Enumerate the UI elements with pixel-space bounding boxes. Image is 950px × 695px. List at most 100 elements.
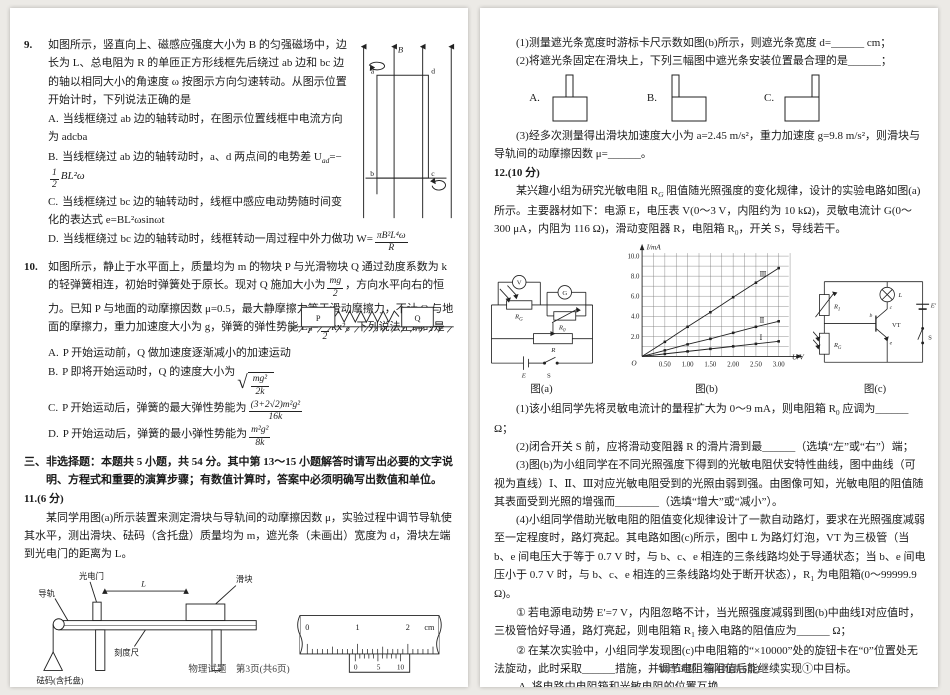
q9-number: 9.: [24, 39, 33, 51]
q12-figc-caption: 图(c): [863, 383, 887, 395]
svg-text:U/V: U/V: [792, 353, 805, 361]
q12-figb-caption: 图(b): [695, 383, 718, 395]
svg-text:4.0: 4.0: [630, 313, 639, 320]
q11-figa-photogate-label: 光电门: [79, 572, 104, 582]
question-11: 11.(6 分) 某同学用图(a)所示装置来测定滑块与导轨间的动摩擦因数 μ，实…: [24, 490, 456, 687]
q12c-transistor-label: VT: [892, 322, 901, 329]
choice-b: B.: [647, 73, 712, 125]
question-10: 10. 如图所示，静止于水平面上，质量均为 m 的物块 P 与光滑物块 Q 通过…: [24, 258, 456, 450]
right-page: (1)测量遮光条宽度时游标卡尺示数如图(b)所示，则遮光条宽度 d=______…: [480, 8, 938, 687]
q11-figa-L-label: L: [140, 580, 146, 589]
q9-fig-corner-b: b: [370, 169, 374, 178]
q10-figure: P Q: [288, 298, 456, 337]
svg-text:2.0: 2.0: [630, 334, 639, 341]
q12a-resistance-box-label: R0: [557, 324, 565, 333]
q12c-lamp-label: L: [897, 292, 902, 299]
q12a-switch-label: S: [547, 372, 551, 379]
figb-vernier-0: 0: [354, 663, 358, 672]
q10-stem: 如图所示，静止于水平面上，质量均为 m 的物块 P 与光滑物块 Q 通过劲度系数…: [48, 260, 454, 342]
q12-head: 12.(10 分): [494, 167, 540, 179]
q11-part3: (3)经多次测量得出滑块加速度大小为 a=2.45 m/s²，重力加速度 g=9…: [494, 129, 920, 160]
q11-figa-rail-label: 导轨: [38, 589, 55, 599]
q11-part2: (2)将遮光条固定在滑块上，下列三幅图中遮光条安装位置最合理的是______；: [516, 55, 892, 68]
svg-text:10.0: 10.0: [627, 253, 639, 260]
q9-option-a: A.当线框绕过 ab 边的轴转动时，在图示位置线框中电流方向为 adcba: [48, 113, 343, 144]
svg-text:1.00: 1.00: [681, 361, 693, 368]
q12-sub3: (3)图(b)为小组同学在不同光照强度下得到的光敏电阻伏安特性曲线，图中曲线（可…: [494, 459, 924, 508]
q10-fig-block-q: Q: [414, 314, 420, 323]
q11-figures: 光电门 导轨 L 滑块 刻度尺 砝码(含托盘) 图(a): [24, 567, 456, 687]
svg-text:I/mA: I/mA: [645, 243, 661, 251]
q12c-photoresistor-label: RG: [832, 342, 841, 351]
q12c-switch-label: S: [928, 334, 932, 341]
q12-sub4: (4)小组同学借助光敏电阻的阻值变化规律设计了一款自动路灯，要求在光照强度减弱至…: [494, 514, 926, 601]
q10-option-a: A.P 开始运动前，Q 做加速度逐渐减小的加速运动: [48, 346, 291, 359]
q9-figure: B a d b c: [356, 36, 456, 224]
q11-figa-slider-label: 滑块: [236, 574, 253, 584]
q12-intro: 某兴趣小组为研究光敏电阻 RG 阻值随光照强度的变化规律，设计的实验电路如图(a…: [494, 185, 921, 238]
q11-figa-ruler-label: 刻度尺: [114, 648, 139, 658]
q11-part1: (1)测量遮光条宽度时游标卡尺示数如图(b)所示，则遮光条宽度 d=______…: [516, 37, 892, 49]
question-9: 9.: [24, 36, 456, 256]
q9-stem: 如图所示，竖直向上、磁感应强度大小为 B 的匀强磁场中，边长为 L、总电阻为 R…: [48, 39, 347, 106]
q12-figure-c: R1 RG L b c e VT E′ S 图(c): [812, 272, 938, 398]
q9-fig-corner-c: c: [431, 169, 435, 178]
q10-fig-block-p: P: [316, 314, 321, 323]
figb-unit: cm: [424, 624, 435, 633]
q12a-rheostat-label: R: [550, 347, 555, 354]
q12-figure-b: 0.50 1.00 1.50 2.00 2.50 3.00 2.0 4.0 6.0 8.0 10.0…: [609, 242, 805, 398]
svg-text:8.0: 8.0: [630, 273, 639, 280]
q11-figure-b: 0 1 2 cm 0 5 10 图(b): [289, 597, 449, 687]
q12c-base-label: b: [869, 313, 872, 319]
q12c-emitter-label: e: [889, 340, 892, 346]
svg-text:0.50: 0.50: [658, 361, 670, 368]
q12a-photoresistor-label: RG: [514, 313, 523, 322]
q12c-collector-label: c: [889, 305, 892, 311]
q12-sub1: (1)该小组同学先将灵敏电流计的量程扩大为 0～9 mA，则电阻箱 R0 应调为…: [494, 403, 909, 435]
q9-fig-corner-d: d: [431, 66, 435, 75]
left-page-footer: 物理试题 第3页(共6页): [188, 665, 290, 676]
svg-text:Ⅰ: Ⅰ: [759, 334, 762, 342]
svg-text:3.00: 3.00: [772, 361, 784, 368]
svg-text:O: O: [631, 359, 637, 367]
q11-head: 11.(6 分): [24, 493, 64, 506]
figb-main-1: 1: [356, 624, 360, 633]
choice-c: C.: [764, 73, 829, 125]
iv-graph-svg: 0.50 1.00 1.50 2.00 2.50 3.00 2.0 4.0 6.0 8.0 10.0…: [627, 243, 805, 368]
q10-number: 10.: [24, 260, 38, 273]
svg-text:Ⅲ: Ⅲ: [759, 270, 766, 278]
svg-text:2.00: 2.00: [727, 361, 739, 368]
figb-main-0: 0: [305, 624, 309, 633]
q12a-battery-label: E: [520, 372, 525, 379]
figb-vernier-10: 10: [397, 663, 405, 672]
svg-text:2.50: 2.50: [749, 361, 761, 368]
choice-a: A.: [529, 73, 595, 125]
svg-text:Ⅱ: Ⅱ: [759, 316, 764, 324]
q11-figure-a: 光电门 导轨 L 滑块 刻度尺 砝码(含托盘) 图(a): [31, 567, 271, 687]
section-3-header: 三、非选择题：本题共 5 小题，共 54 分。其中第 13～15 小题解答时请写…: [24, 455, 453, 487]
q12c-battery-label: E′: [929, 302, 936, 309]
q12-figa-caption: 图(a): [530, 383, 553, 395]
q12-figure-a: V G RG R0 R E S 图(a): [483, 267, 601, 398]
q9-option-c: C.当线框绕过 bc 边的轴转动时，线框中感应电动势随时间变化的表达式 e=BL…: [48, 195, 342, 226]
svg-text:6.0: 6.0: [630, 293, 639, 300]
left-page: 9.: [10, 8, 468, 687]
q12a-voltmeter-label: V: [516, 279, 521, 286]
q11-part2-choices: A. B. C.: [529, 73, 926, 125]
q9-fig-corner-a: a: [371, 66, 375, 75]
q11-figa-weights-label: 砝码(含托盘): [37, 676, 84, 686]
svg-text:1.50: 1.50: [704, 361, 716, 368]
vernier-svg: 0 1 2 cm 0 5 10: [297, 615, 442, 674]
